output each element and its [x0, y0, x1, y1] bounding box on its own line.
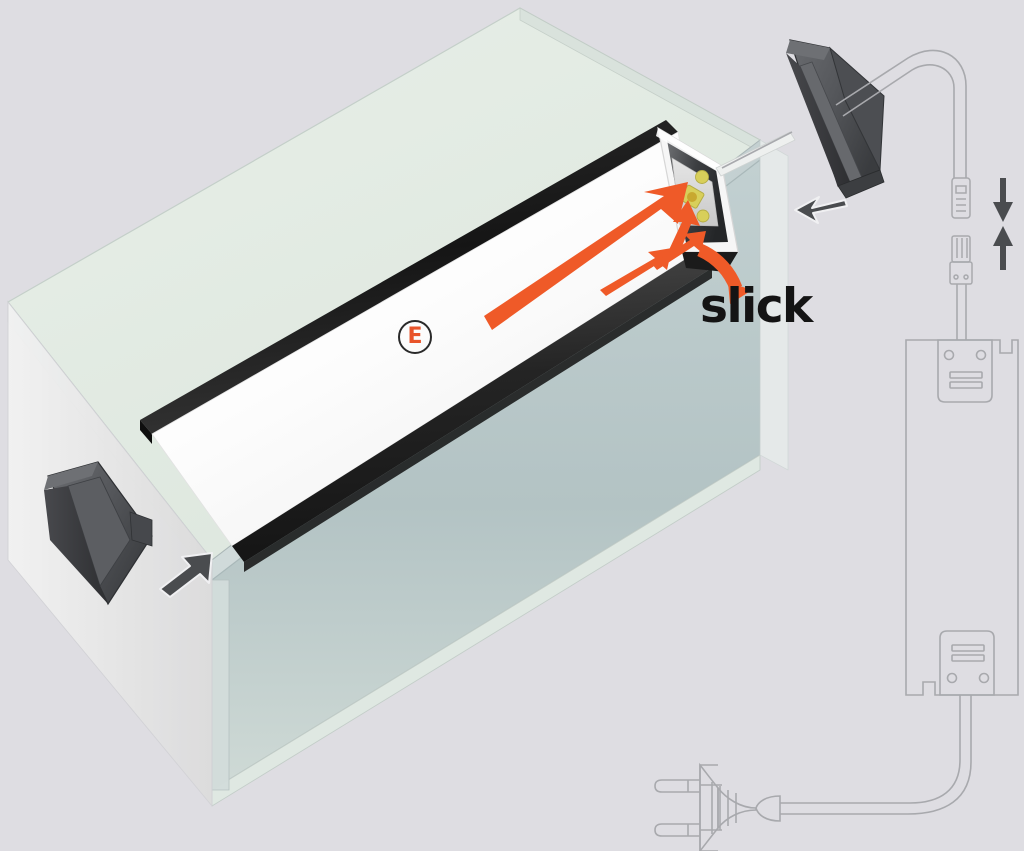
power-supply-bracket-top: [937, 339, 993, 403]
led-chip-main-core: [687, 192, 697, 202]
arrow-cable-endcap-insert-shape: [794, 196, 848, 224]
connector-male-collar: [949, 261, 973, 285]
led-chip-lower: [696, 209, 710, 223]
lv-cable-inner: [842, 64, 955, 178]
arrow-mate-head-up: [993, 226, 1013, 246]
power-supply-vent-bottom-1: [951, 644, 985, 652]
end-cap-right-top-bevel: [786, 40, 830, 60]
arrow-endcap-insert: [159, 552, 213, 598]
connector-female-body: [951, 177, 971, 219]
power-supply-vent-bottom-2: [951, 654, 985, 662]
glass-front-left-edge: [211, 579, 230, 791]
connector-male-hole-1: [953, 274, 959, 280]
power-supply-screw-hole-top-right: [975, 349, 987, 361]
arrow-strip-insert: [484, 182, 688, 330]
arrow-end-insert: [668, 200, 700, 254]
arrow-mate-head-down: [993, 202, 1013, 222]
mains-cord-outer: [780, 695, 961, 804]
mains-cord-inner: [780, 695, 972, 815]
brand-wordmark: slick: [700, 279, 813, 334]
mains-plug-face-block: [699, 764, 718, 851]
lv-cable-entry: [721, 131, 793, 169]
arrow-light-output-head: [728, 282, 752, 304]
connector-female-keyway: [955, 185, 967, 194]
profile-end-highlight: [656, 128, 722, 172]
arrow-connector-mate: [993, 178, 1013, 270]
power-supply-vent-top-1: [949, 371, 983, 379]
power-supply: [905, 284, 1019, 696]
end-cap-left-side: [44, 486, 108, 604]
profile-bottom-reveal: [244, 268, 712, 572]
mains-plug-pin-lower: [654, 823, 700, 837]
arrow-mate-shaft-bottom: [1000, 244, 1006, 270]
profile-mounting-flange: [715, 131, 796, 177]
e-logo-badge: E: [398, 320, 432, 354]
arrow-cable-endcap-insert: [794, 196, 848, 224]
connector-male-hole-2: [963, 274, 969, 280]
profile-bottom-trim: [232, 250, 712, 562]
power-supply-bracket-bottom: [939, 630, 995, 696]
end-cap-left-top-bevel: [44, 462, 98, 490]
profile-top-trim-shadow: [140, 420, 152, 444]
end-cap-right-side: [786, 53, 850, 186]
mains-plug-pin-upper: [654, 779, 700, 793]
power-supply-body: [905, 339, 1019, 696]
power-supply-screw-hole-top-left: [943, 349, 955, 361]
connector-pair: [949, 177, 973, 285]
power-supply-vent-top-2: [949, 381, 983, 389]
profile-top-trim: [140, 120, 678, 434]
lv-cable: [721, 49, 967, 178]
e-logo-letter: E: [407, 323, 423, 349]
arrow-light-output-shaft: [697, 244, 743, 291]
arrow-mate-shaft-top: [1000, 178, 1006, 204]
arrow-profile-seat-1: [600, 248, 672, 296]
power-supply-screw-hole-bottom-left: [946, 672, 958, 684]
arrow-endcap-insert-shape: [159, 552, 213, 598]
end-cap-left-notch: [129, 511, 153, 547]
lv-cable-outer: [835, 49, 967, 178]
end-cap-left: [44, 461, 153, 606]
end-cap-right-lower-tab: [837, 169, 885, 199]
orange-arrow-group: [484, 182, 752, 330]
mains-cord-and-plug: [654, 695, 972, 851]
cabinet-right-end-wall: [759, 139, 789, 471]
mains-plug-body-outline: [699, 762, 719, 851]
end-cap-right: [786, 39, 885, 199]
led-chip-upper: [695, 170, 709, 184]
power-supply-screw-hole-bottom-right: [978, 672, 990, 684]
